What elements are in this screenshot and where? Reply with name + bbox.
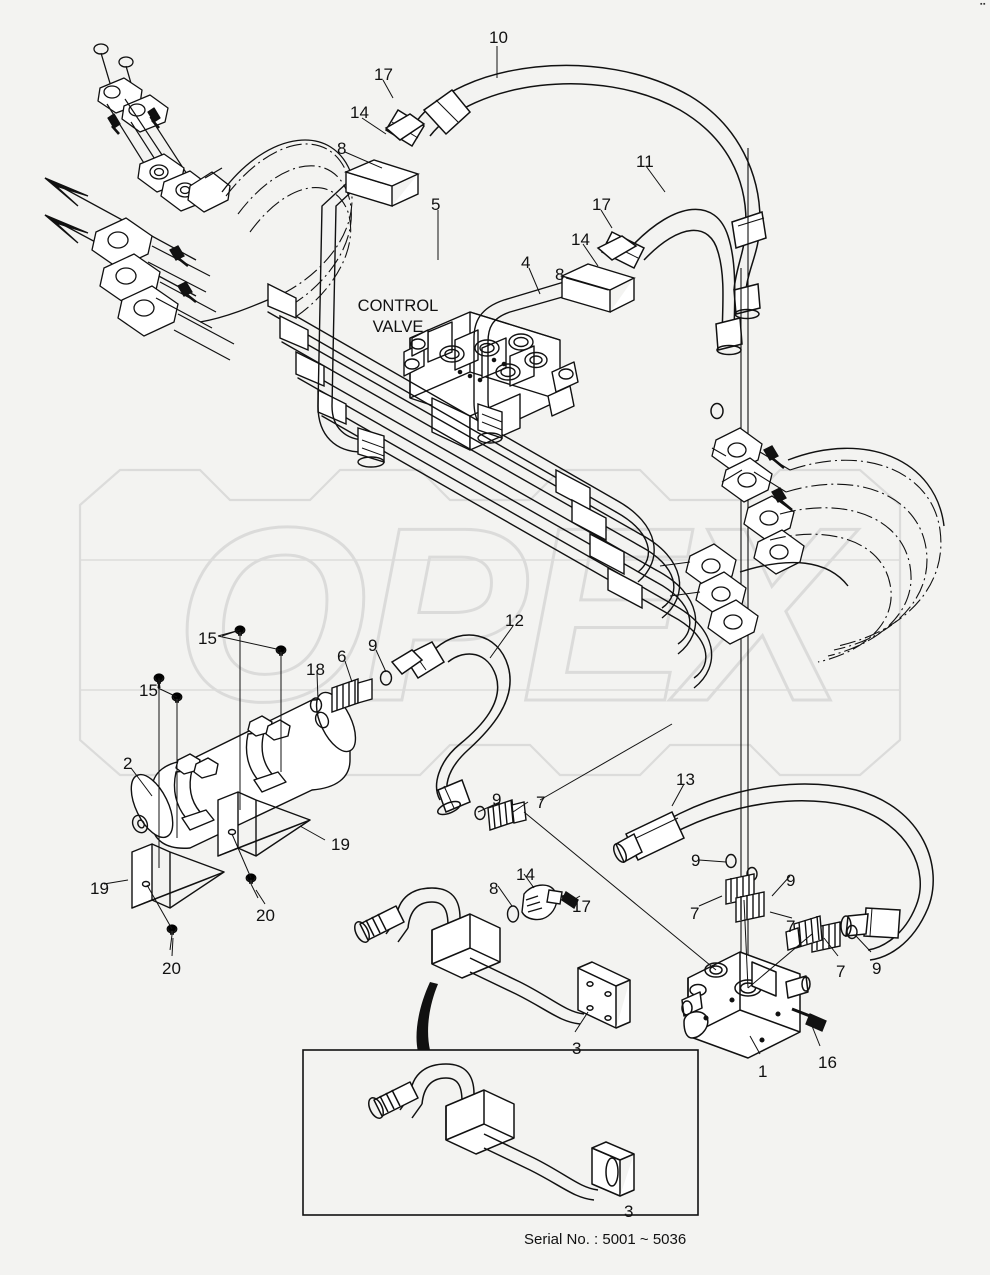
oring-9-fitting-7-right <box>725 853 858 953</box>
callout-19: 19 <box>90 879 109 898</box>
callout-9: 9 <box>492 790 502 809</box>
left-cut-hose-arrows <box>44 177 235 361</box>
fitting-7-valve-right <box>785 915 823 951</box>
callout-17: 17 <box>592 195 611 214</box>
callout-15: 15 <box>139 681 158 700</box>
solid-hose-right <box>739 447 945 587</box>
tube-3-main <box>354 887 631 1029</box>
callout-2: 2 <box>123 754 133 773</box>
callout-7: 7 <box>690 904 700 923</box>
bracket-19-front <box>131 843 225 909</box>
hose-12 <box>390 634 511 816</box>
callout-6: 6 <box>337 647 347 666</box>
callout-14: 14 <box>516 865 535 884</box>
callout-16: 16 <box>818 1053 837 1072</box>
callout-8: 8 <box>489 879 499 898</box>
callout-17: 17 <box>374 65 393 84</box>
callout-8: 8 <box>555 265 565 284</box>
control-valve-label: CONTROL VALVE <box>357 297 439 336</box>
inset-pointer-arrow <box>416 982 438 1052</box>
callout-3: 3 <box>572 1039 582 1058</box>
callout-17: 17 <box>572 897 591 916</box>
valve-block-1 <box>681 951 811 1059</box>
callout-12: 12 <box>505 611 524 630</box>
callout-10: 10 <box>489 28 508 47</box>
clamp-14-lower <box>506 884 579 923</box>
callout-3: 3 <box>624 1202 634 1221</box>
bolts-20 <box>146 833 259 951</box>
callout-8: 8 <box>337 139 347 158</box>
callout-20: 20 <box>162 959 181 978</box>
callout-7: 7 <box>536 793 546 812</box>
callout-19: 19 <box>331 835 350 854</box>
inset-detail-box <box>302 1049 699 1216</box>
clamp-bolts-15 <box>153 625 287 868</box>
callout-20: 20 <box>256 906 275 925</box>
callout-9: 9 <box>872 959 882 978</box>
callout-11: 11 <box>636 152 654 171</box>
oring-9-and-fitting-7-mid <box>474 799 527 831</box>
upper-left-hose-fittings <box>93 43 231 213</box>
callout-9: 9 <box>691 851 701 870</box>
phantom-hose-loops-right <box>769 459 942 663</box>
callout-1: 1 <box>758 1062 768 1081</box>
tube-5 <box>317 159 420 468</box>
bolt-16 <box>791 1007 827 1032</box>
callout-5: 5 <box>431 195 441 214</box>
callout-14: 14 <box>350 103 369 122</box>
callout-7: 7 <box>786 917 796 936</box>
tube-u-bends <box>615 499 713 689</box>
callout-18: 18 <box>306 660 325 679</box>
callout-4: 4 <box>521 253 531 272</box>
adapter-6-and-orings <box>309 670 393 713</box>
hose-13 <box>612 783 934 961</box>
serial-number-note: Serial No. : 5001 ~ 5036 <box>524 1231 687 1248</box>
callout-9: 9 <box>368 636 378 655</box>
callout-13: 13 <box>676 770 695 789</box>
tube-4 <box>473 263 636 444</box>
phantom-hose-loops-left <box>225 143 353 319</box>
oring-on-routing-line <box>710 402 724 420</box>
callout-7: 7 <box>836 962 846 981</box>
corner-registration-mark: ▪▪ <box>980 1 986 8</box>
callout-9: 9 <box>786 871 796 890</box>
callout-14: 14 <box>571 230 590 249</box>
hose-11 <box>596 208 743 356</box>
callout-15: 15 <box>198 629 217 648</box>
